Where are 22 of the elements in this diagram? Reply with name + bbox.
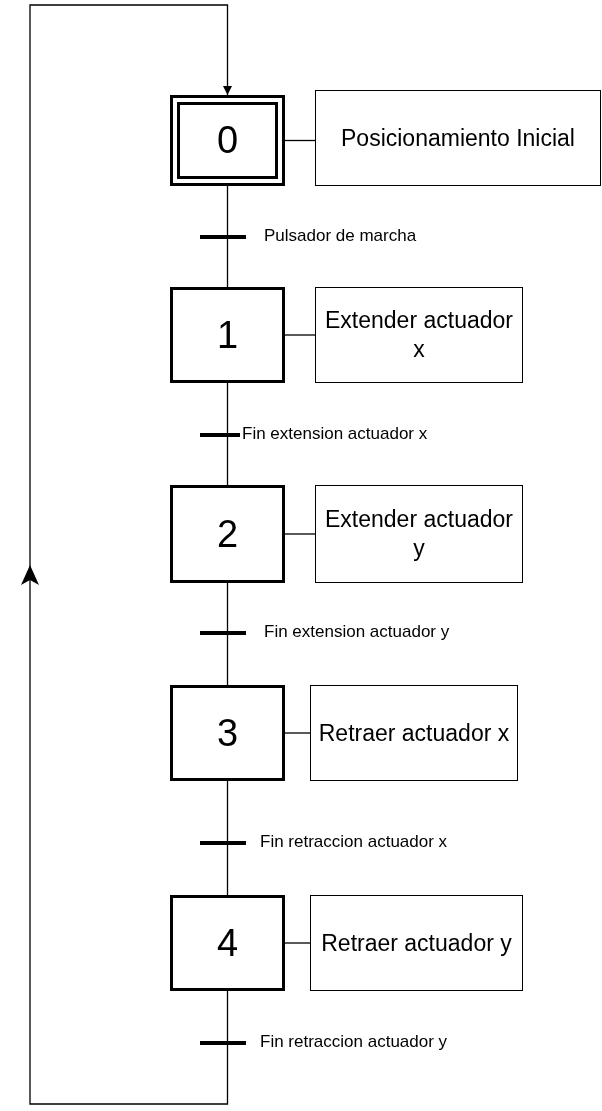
action-box xyxy=(315,485,523,583)
action-text: Retraer actuador x xyxy=(318,718,510,748)
initial-step-box xyxy=(170,95,285,186)
step-box xyxy=(170,287,285,383)
action-box xyxy=(310,895,523,991)
transition-label: Fin extension actuador y xyxy=(262,622,452,642)
action-box xyxy=(315,90,601,186)
step-box xyxy=(170,895,285,991)
step-number: 4 xyxy=(216,921,239,965)
step-number: 1 xyxy=(216,313,239,357)
action-text: Extender actuador y xyxy=(324,505,514,563)
step-number: 2 xyxy=(216,512,239,556)
action-box xyxy=(315,287,523,383)
step-box xyxy=(170,485,285,583)
action-text: Extender actuador x xyxy=(324,306,514,364)
action-text: Retraer actuador y xyxy=(321,928,512,958)
step-box xyxy=(170,685,285,781)
action-text: Posicionamiento Inicial xyxy=(341,123,575,153)
step-number: 3 xyxy=(216,711,239,755)
transition-label: Fin retraccion actuador y xyxy=(258,1032,450,1052)
step-number: 0 xyxy=(216,119,239,162)
action-box xyxy=(310,685,518,781)
